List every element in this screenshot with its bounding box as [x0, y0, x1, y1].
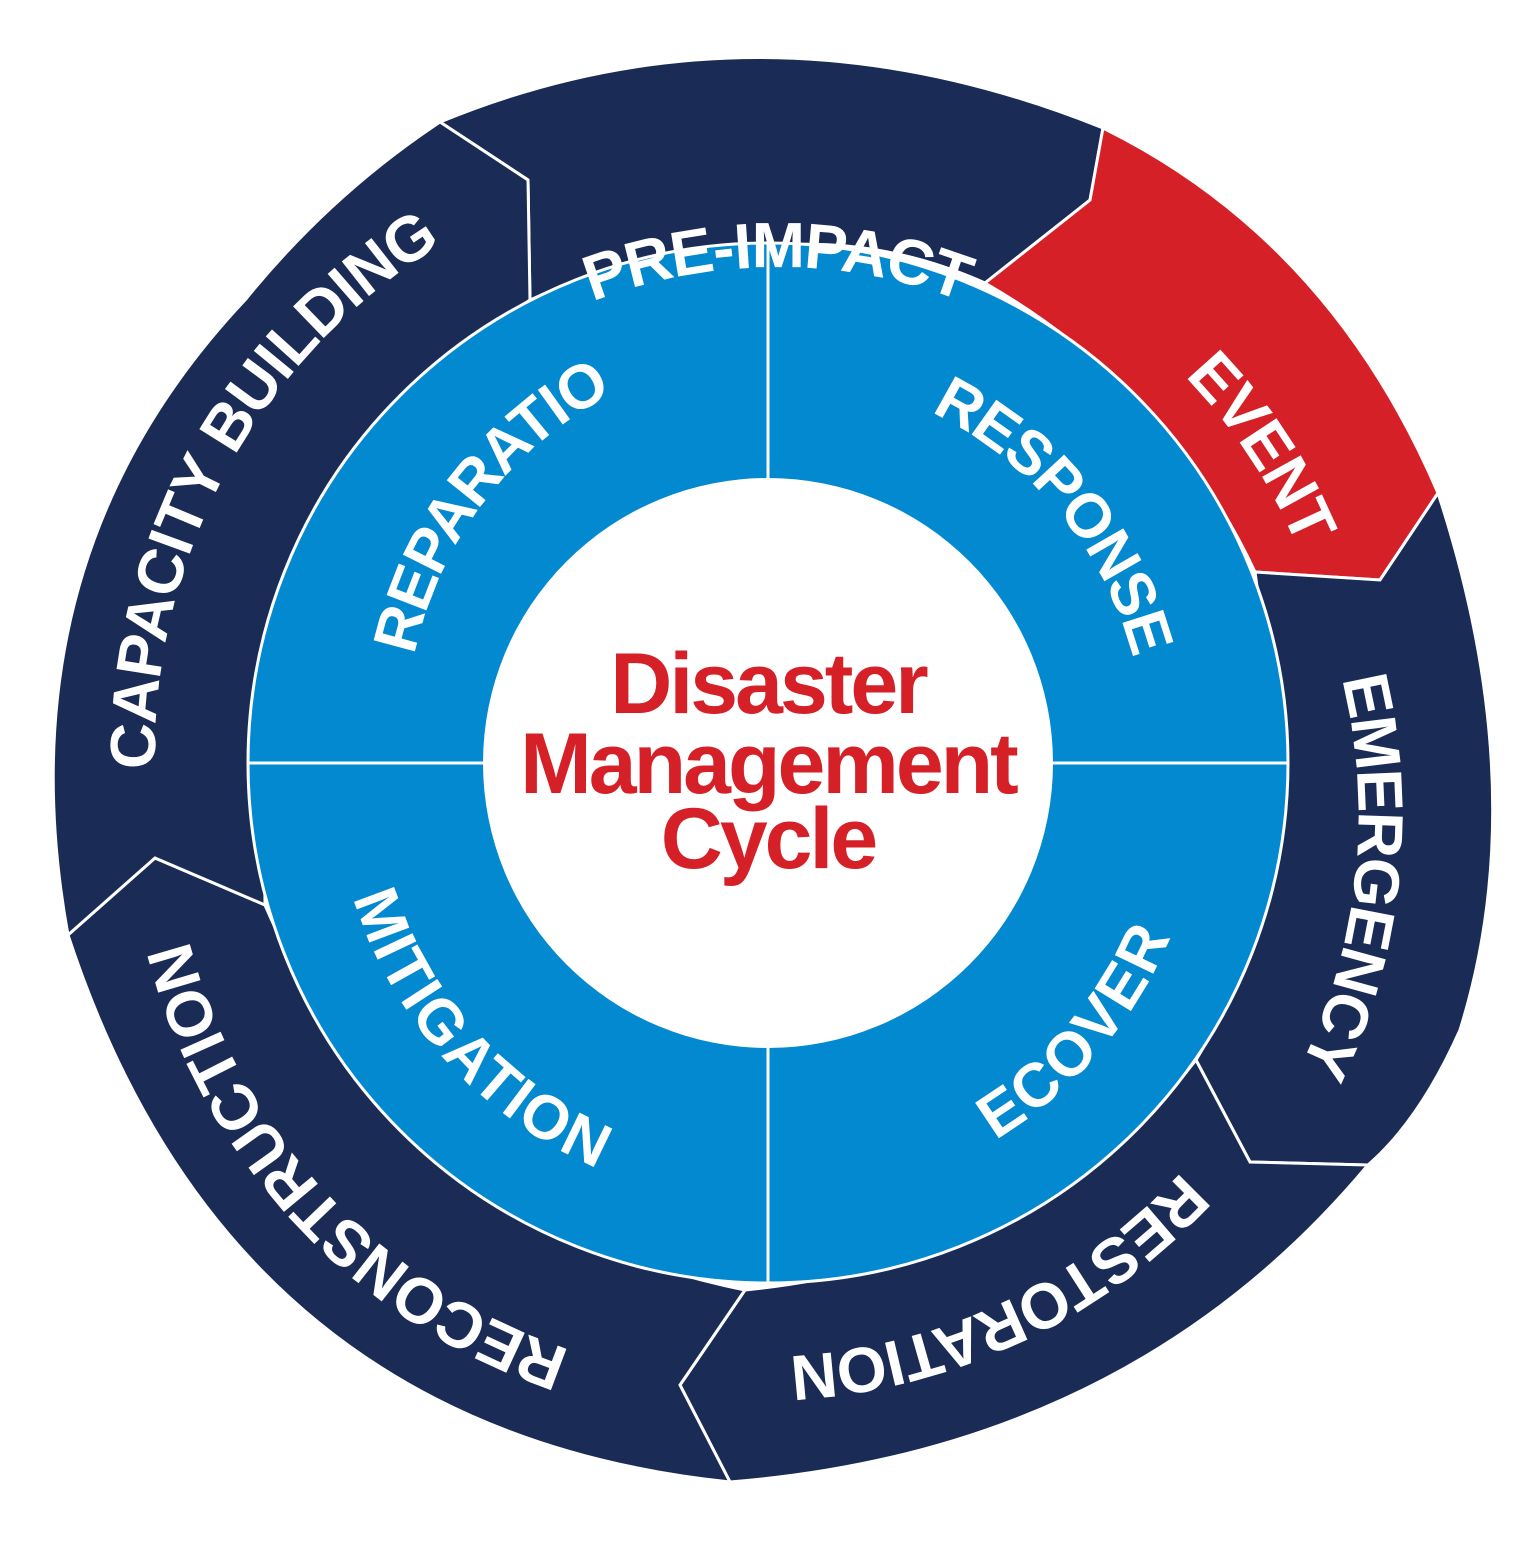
center-title: Disaster Management Cycle: [520, 636, 1021, 887]
center-disc: [483, 478, 1053, 1048]
center-title-line-1: Disaster: [610, 636, 928, 732]
center-title-line-2: Management: [520, 716, 1018, 812]
inner-ring: [246, 241, 1290, 1285]
center-title-line-3: Cycle: [661, 791, 876, 887]
